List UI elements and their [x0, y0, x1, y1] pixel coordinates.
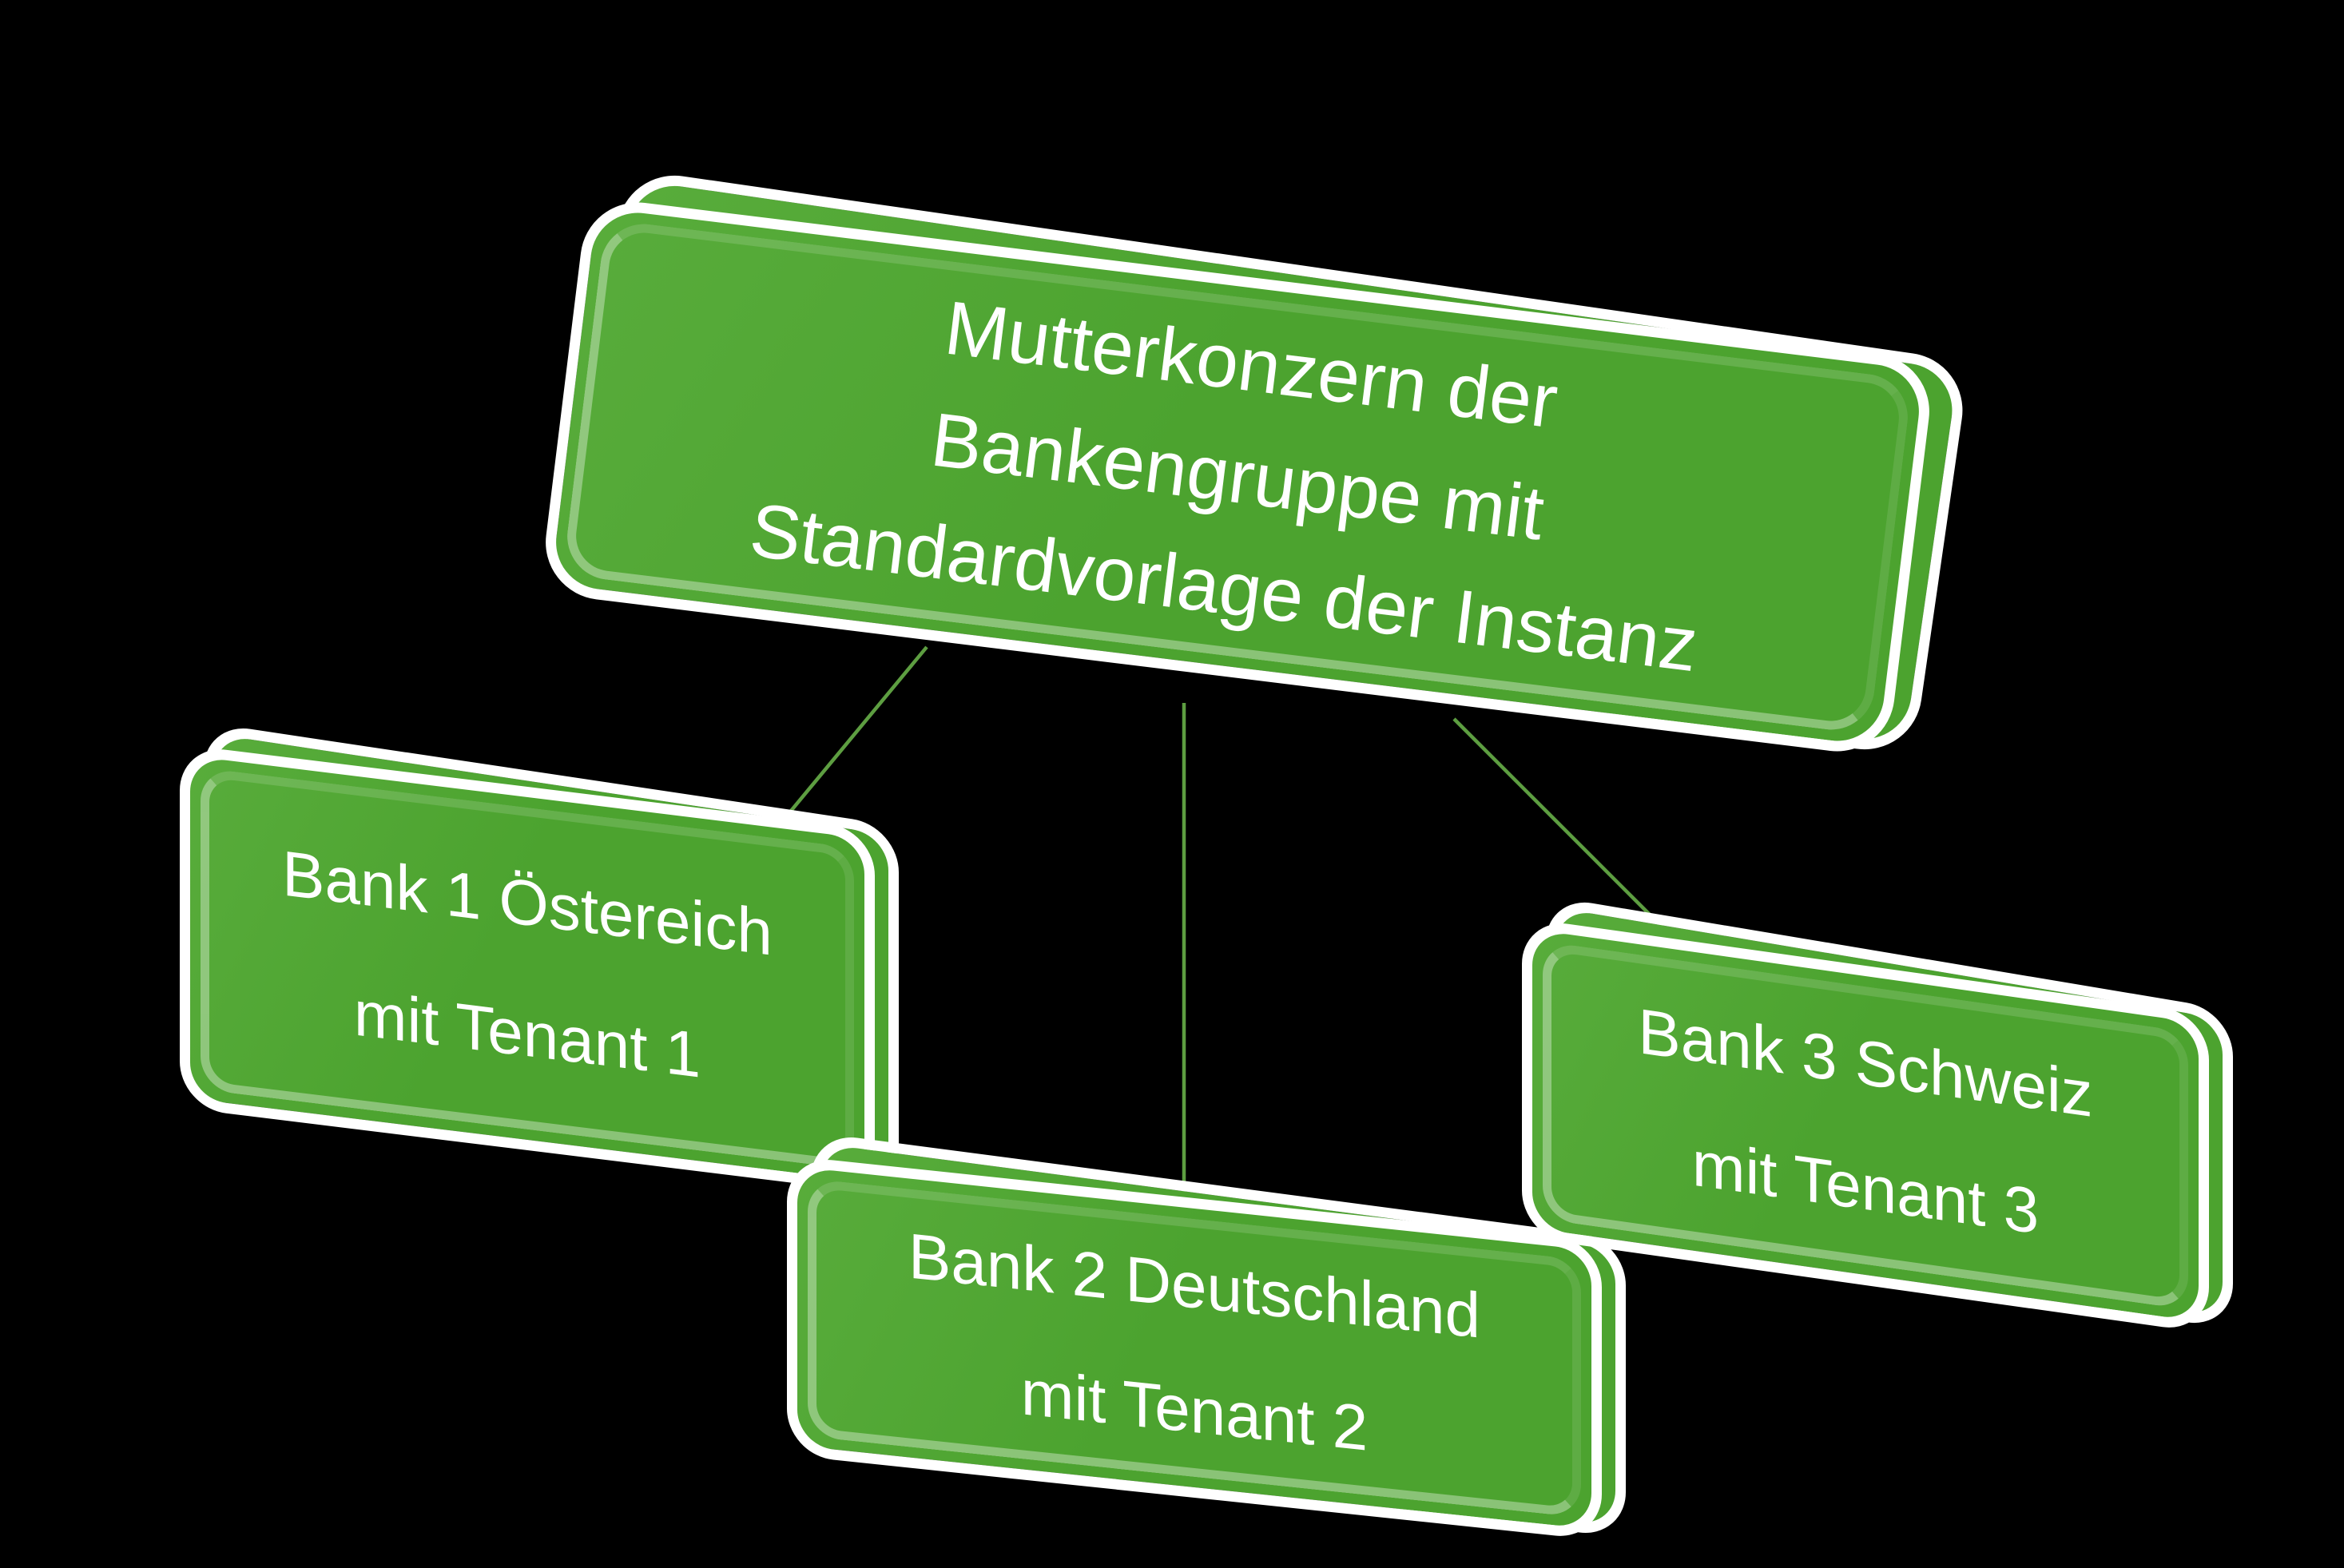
- node-label: Mutterkonzern der Bankengruppe mit Stand…: [550, 208, 1924, 746]
- node-text-line: Bank 2 Deutschland: [908, 1219, 1480, 1352]
- node-bank1-austria[interactable]: Bank 1 Östereich mit Tenant 1: [180, 721, 899, 1193]
- node-parent-company[interactable]: Mutterkonzern der Bankengruppe mit Stand…: [538, 168, 1970, 758]
- node-text-line: mit Tenant 1: [353, 976, 701, 1091]
- node-front-face: Bank 2 Deutschland mit Tenant 2: [787, 1155, 1602, 1541]
- node-text-line: Bankengruppe mit: [926, 397, 1549, 557]
- node-text-line: Standardvorlage der Instanz: [745, 487, 1702, 689]
- connector-parent-bank3: [1452, 717, 1683, 948]
- node-front-face: Bank 3 Schweiz mit Tenant 3: [1522, 917, 2209, 1334]
- node-bank2-germany[interactable]: Bank 2 Deutschland mit Tenant 2: [787, 1131, 1626, 1541]
- node-text-line: Bank 3 Schweiz: [1638, 995, 2093, 1130]
- node-text-line: mit Tenant 3: [1691, 1127, 2040, 1248]
- node-text-line: mit Tenant 2: [1020, 1356, 1369, 1464]
- node-text-line: Bank 1 Östereich: [282, 836, 773, 969]
- node-front-face: Mutterkonzern der Bankengruppe mit Stand…: [538, 196, 1937, 758]
- node-label: Bank 1 Östereich mit Tenant 1: [190, 756, 864, 1181]
- node-bank3-switzerland[interactable]: Bank 3 Schweiz mit Tenant 3: [1522, 895, 2233, 1334]
